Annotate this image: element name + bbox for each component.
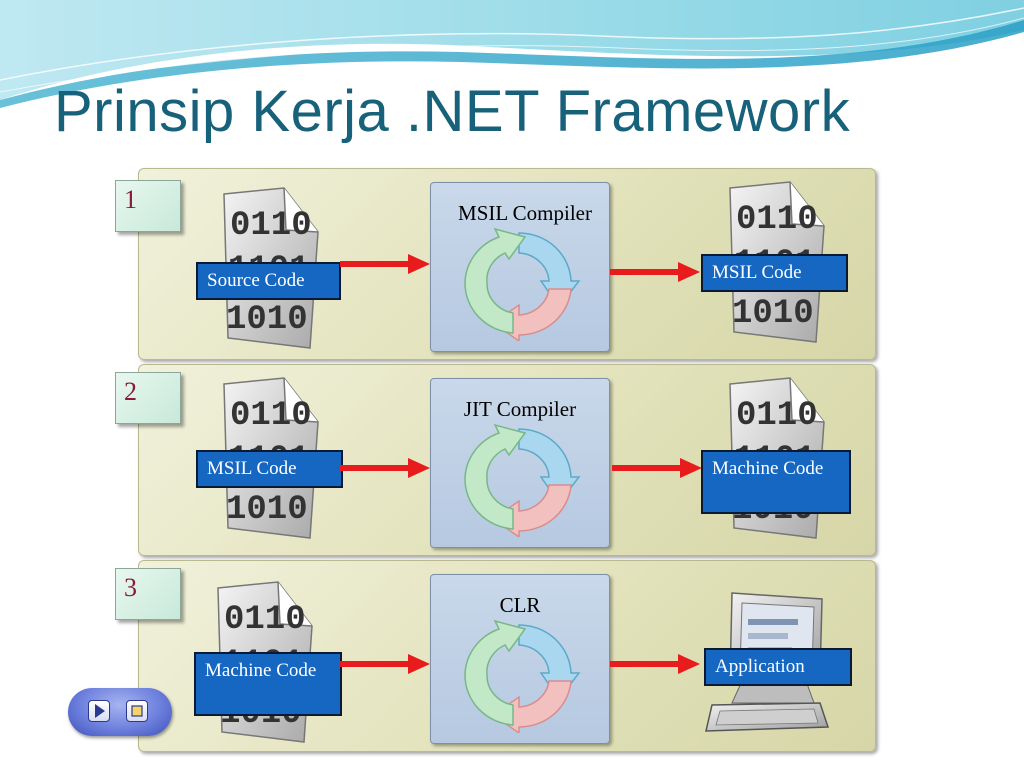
arrow-right-icon (340, 254, 430, 274)
slide-nav-control (68, 688, 172, 736)
play-button[interactable] (88, 700, 110, 722)
clr-box: CLR (430, 574, 610, 744)
machine-code-output-label: Machine Code (701, 450, 851, 514)
svg-text:1010: 1010 (732, 295, 814, 333)
arrow-right-icon (610, 654, 700, 674)
cycle-arrows-icon (464, 619, 581, 733)
step-3-number: 3 (115, 568, 181, 620)
svg-text:0110: 0110 (736, 201, 818, 239)
msil-code-input-label: MSIL Code (196, 450, 343, 488)
step-2-number: 2 (115, 372, 181, 424)
application-label: Application (704, 648, 852, 686)
svg-text:0110: 0110 (736, 397, 818, 435)
arrow-right-icon (340, 654, 430, 674)
arrow-right-icon (610, 262, 700, 282)
compiler-label: CLR (499, 593, 541, 617)
header-wave-decoration (0, 0, 1024, 108)
stop-icon (131, 705, 143, 717)
svg-text:1010: 1010 (226, 491, 308, 529)
arrow-right-icon (340, 458, 430, 478)
slide-nav-background (68, 688, 172, 736)
page-title: Prinsip Kerja .NET Framework (54, 79, 851, 144)
machine-code-input-label: Machine Code (194, 652, 342, 716)
compiler-label: MSIL Compiler (458, 201, 592, 225)
source-code-label: Source Code (196, 262, 341, 300)
compiler-label: JIT Compiler (463, 397, 577, 421)
jit-compiler-box: JIT Compiler (430, 378, 610, 548)
msil-compiler-box: MSIL Compiler (430, 182, 610, 352)
play-icon (95, 704, 105, 718)
step-1-number: 1 (115, 180, 181, 232)
stop-button[interactable] (126, 700, 148, 722)
msil-code-output-label: MSIL Code (701, 254, 848, 292)
svg-text:0110: 0110 (224, 601, 306, 639)
svg-text:0110: 0110 (230, 397, 312, 435)
svg-text:1010: 1010 (226, 301, 308, 339)
arrow-right-icon (612, 458, 702, 478)
cycle-arrows-icon (464, 227, 581, 341)
cycle-arrows-icon (464, 423, 581, 537)
svg-text:0110: 0110 (230, 207, 312, 245)
